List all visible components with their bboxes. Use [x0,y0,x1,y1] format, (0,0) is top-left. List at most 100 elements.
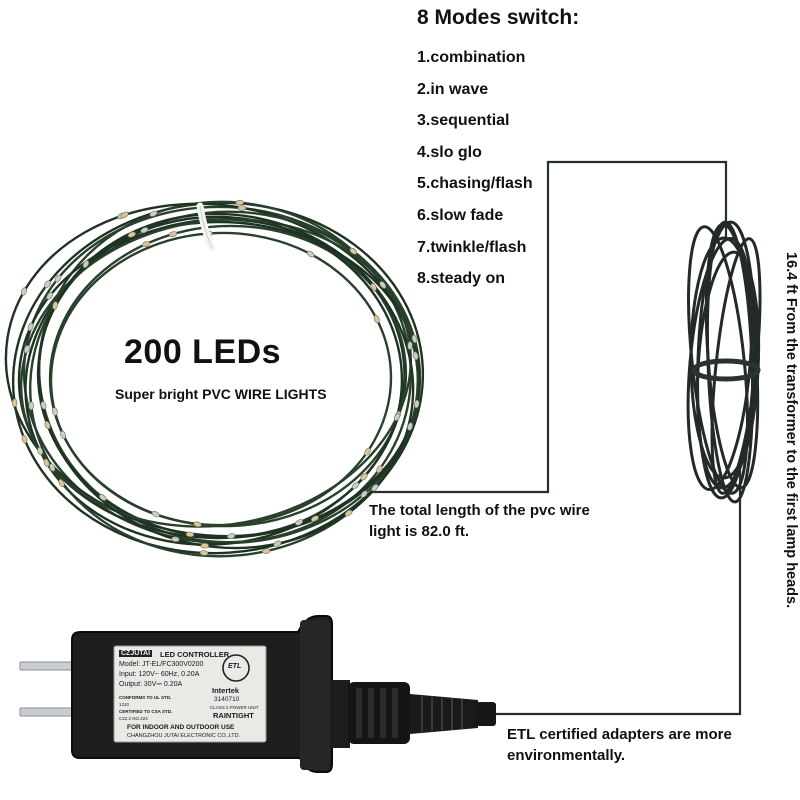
led-bead [21,434,28,444]
adapter-intertek: Intertek [212,686,240,695]
led-bead [237,205,247,211]
led-bead [21,287,27,296]
led-wire-coil [4,199,425,558]
etl-mark-text: ETL [228,663,242,670]
cable-tie [196,202,216,252]
bundle-tie [691,358,761,382]
led-bead [360,490,368,498]
adapter-model: Model: JT-EL/FC300V0200 [119,661,204,668]
mode-item: 5.chasing/flash [417,175,533,193]
led-bead [344,509,353,517]
led-bead [295,519,304,526]
cable-boot [330,680,350,748]
led-bead [193,521,202,528]
led-bead [40,401,47,410]
led-bead [370,283,377,292]
led-bead [171,536,180,543]
led-bead [11,398,18,408]
led-controller-adapter [19,615,496,773]
wire-to-adapter [490,470,742,716]
led-bead [261,548,271,554]
connection-wires [372,160,742,716]
led-bead [58,479,65,488]
led-bead [120,211,129,219]
led-bead [226,533,236,539]
led-bead [360,473,368,481]
wire-length-caption: The total length of the pvc wire light i… [369,502,590,540]
adapter-prong-top [19,661,79,671]
adapter-usage: FOR INDOOR AND OUTDOOR USE [127,724,235,731]
led-bead [351,482,360,490]
led-bead [52,407,58,416]
adapter-class2: CLASS 2 POWER UNIT [210,705,259,710]
led-bead [46,291,53,300]
adapter-maker: CHANGZHOU JUTAI ELECTRONIC CO.,LTD. [127,733,241,739]
led-bead [60,430,67,440]
led-bead [23,345,30,354]
led-bead [273,540,282,547]
led-bead [199,550,209,556]
led-bead [373,314,380,324]
led-bead [27,322,34,332]
led-bead [149,210,158,217]
led-bead [407,341,413,350]
led-bead [413,399,420,409]
led-bead [393,413,401,421]
wire-loop [48,224,408,528]
led-bead [185,531,195,538]
modes-title: 8 Modes switch: [417,6,580,29]
mode-item: 6.slow fade [417,206,504,224]
led-bead [411,334,418,344]
led-bead [379,281,387,289]
led-bead [412,351,419,361]
led-bead [37,446,44,456]
mode-item: 3.sequential [417,112,510,130]
mode-item: 8.steady on [417,270,506,288]
adapter-prong-bottom [19,707,79,717]
adapter-brand: CZJUTAI [119,650,153,657]
adapter-etl-number: 3140710 [214,696,240,703]
led-bead [43,458,50,467]
led-bead [364,447,371,456]
wire-to-coil [372,160,728,494]
led-bead [28,401,34,411]
mode-item: 1.combination [417,49,526,66]
led-bead [44,420,51,430]
adapter-certified: CERTIFIED TO CSA STD. [119,709,173,714]
led-bead [371,484,379,492]
led-bead [140,227,149,234]
etl-caption: ETL certified adapters are more environm… [507,726,732,764]
adapter-csa-std: C22.2 NO.223 [119,716,148,721]
modes-list: 1.combination 2.in wave 3.sequential 4.s… [417,46,533,299]
led-bead [142,240,151,248]
mode-item: 2.in wave [417,80,489,98]
led-bead [306,250,315,258]
led-bead [49,463,56,472]
adapter-raintight: RAINTIGHT [213,711,254,720]
led-bead [151,511,160,518]
led-bead [44,280,51,289]
led-bead [310,515,319,522]
mode-item: 4.slo glo [417,143,482,161]
led-subtitle: Super bright PVC WIRE LIGHTS [115,386,327,402]
led-bead [98,494,107,501]
adapter-conforms: CONFORMS TO UL STD. [119,695,172,700]
wire-loop [37,212,415,550]
mode-item: 7.twinkle/flash [417,238,527,256]
led-bead [82,260,90,269]
adapter-ul-std: 1310 [119,702,130,707]
led-bead [376,465,383,474]
etl-logo [222,654,250,682]
adapter-heading: LED CONTROLLER [160,650,230,659]
led-bead [127,231,136,238]
cable-loop [687,225,749,495]
led-bead [235,199,244,206]
led-bead [168,231,178,237]
led-bead [407,422,413,431]
wire-loop [49,231,393,527]
led-count-title: 200 LEDs [124,333,282,371]
led-bead [52,301,58,310]
adapter-input: Input: 120V~ 60Hz, 0.20A [119,671,200,678]
led-bead [349,247,358,255]
